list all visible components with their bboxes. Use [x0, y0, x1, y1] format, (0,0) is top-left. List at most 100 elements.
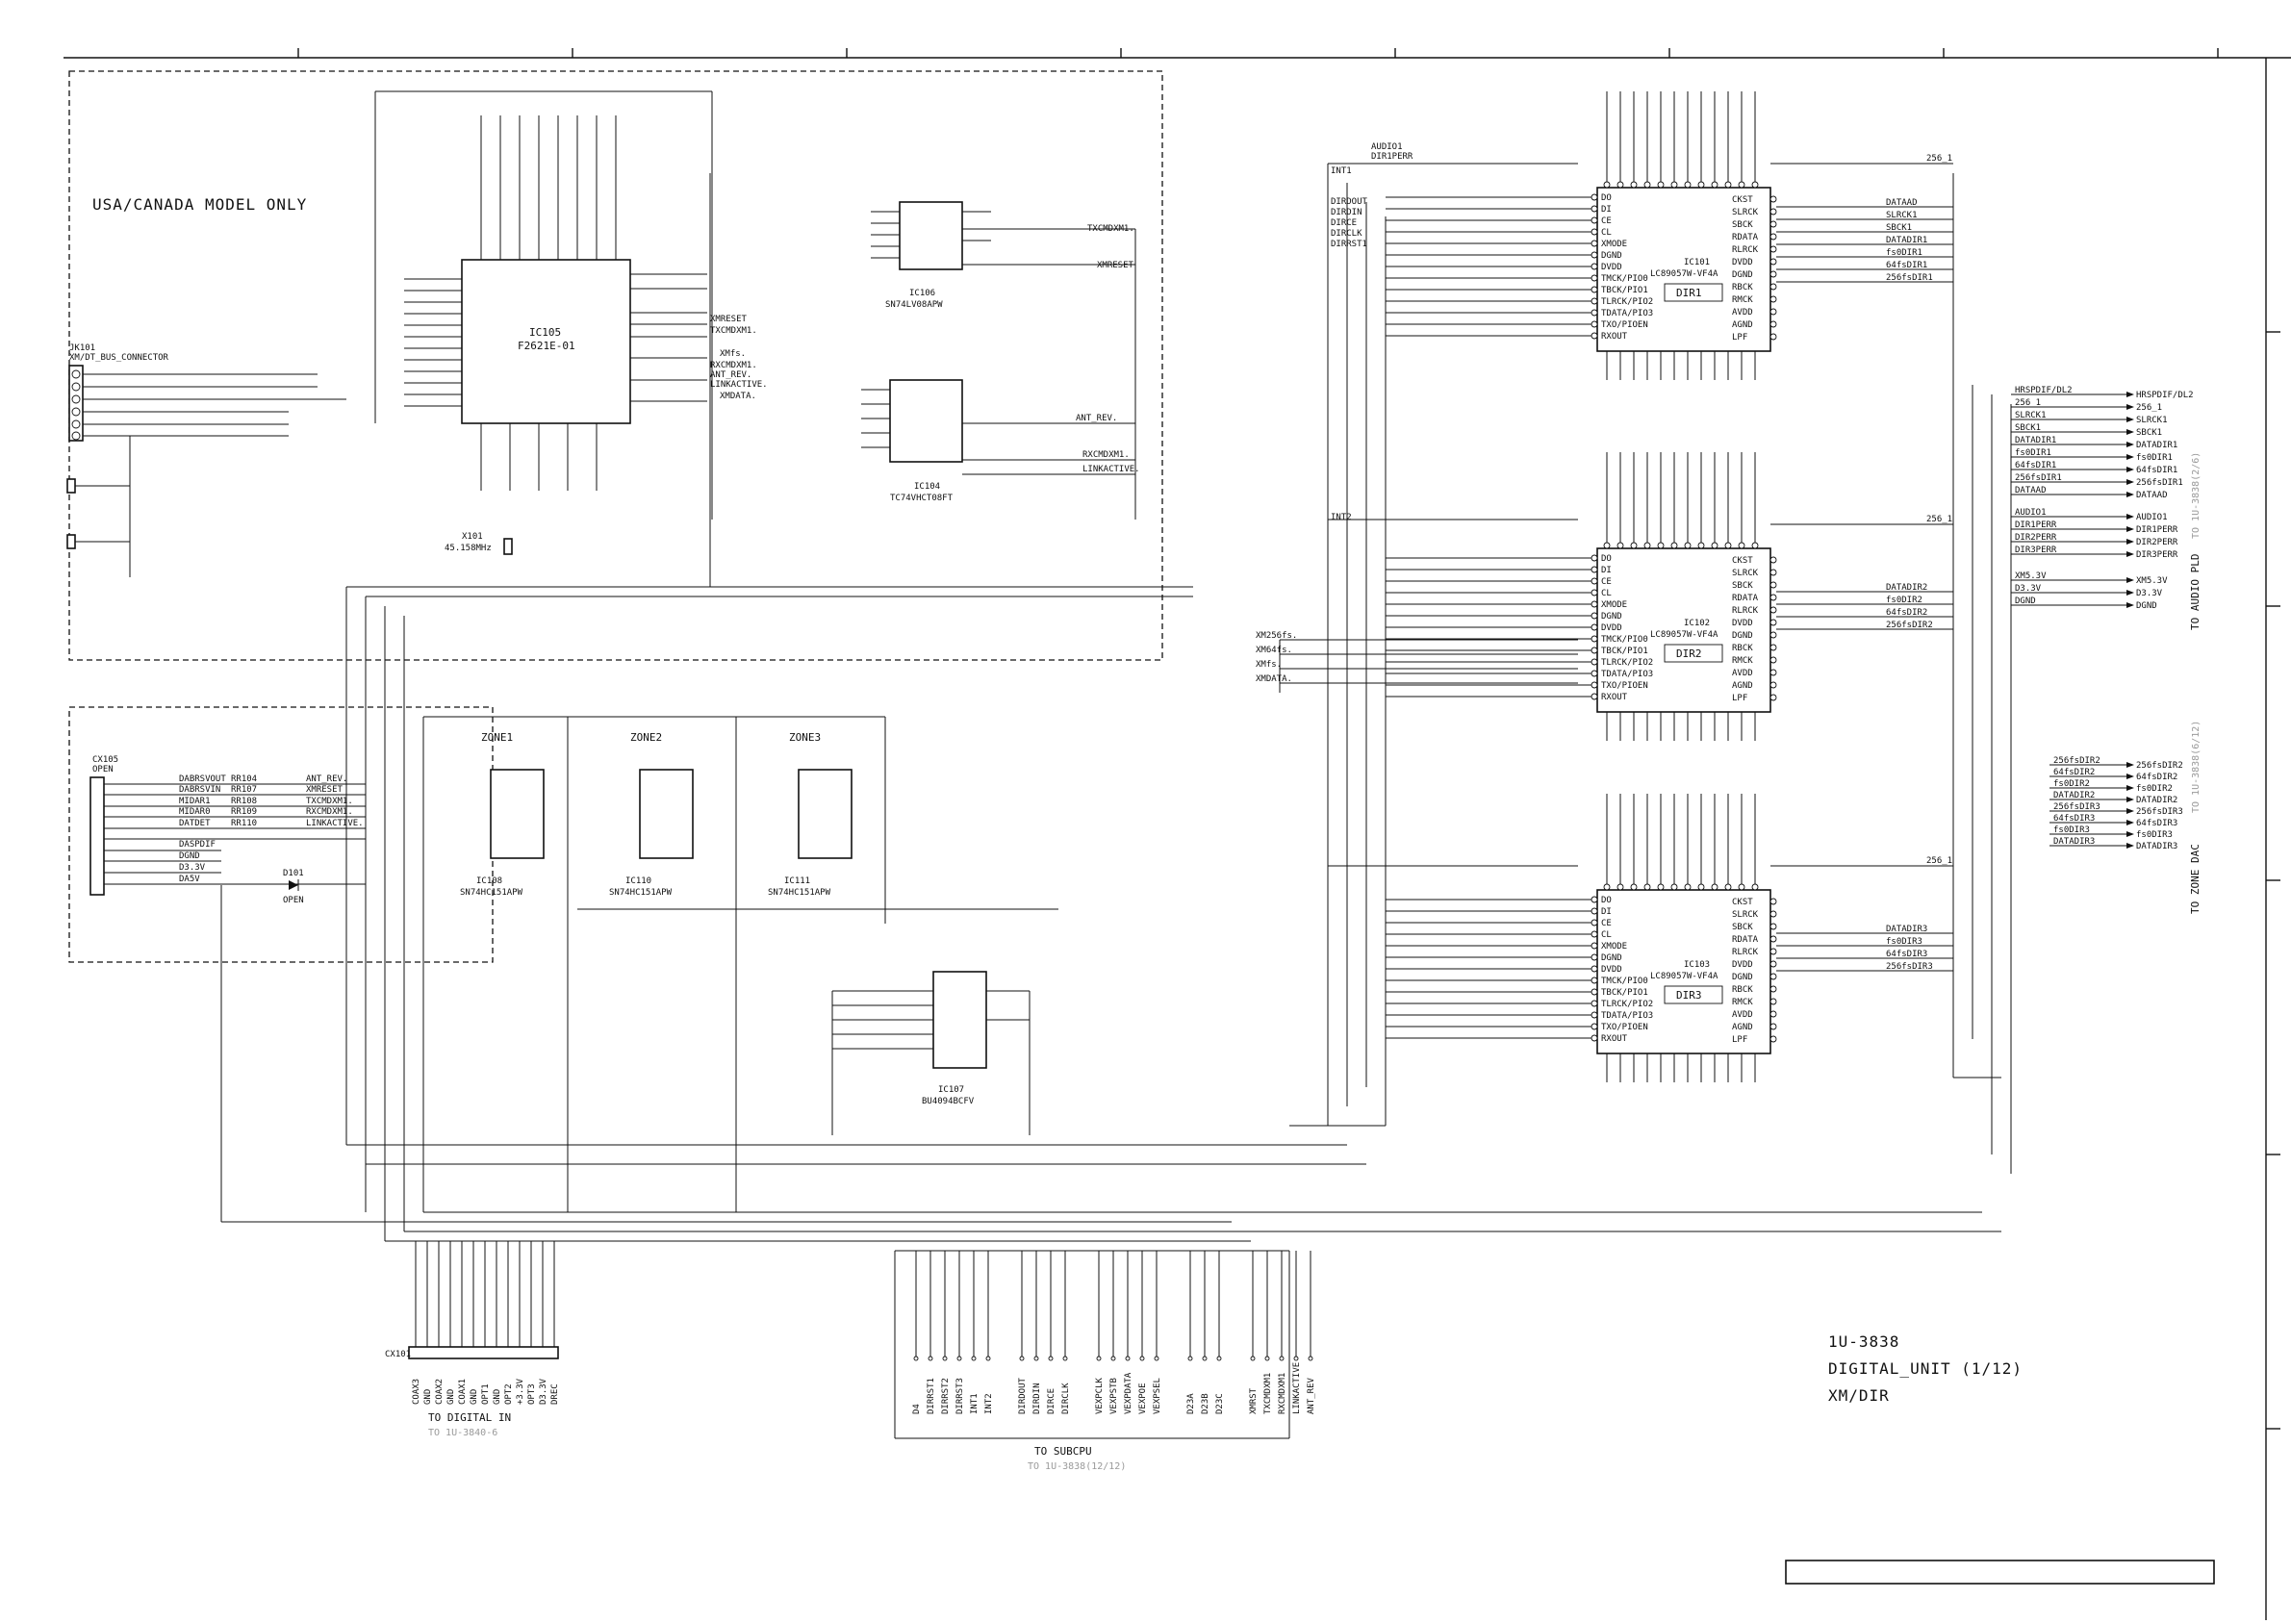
xtal-ref: X101 [462, 532, 483, 542]
ic102-rpin-4: RLRCK [1732, 606, 1759, 616]
rr107: RR107 [231, 785, 257, 795]
pld-sig-left-6: 64fsDIR1 [2015, 461, 2056, 470]
dac-sig-right-0: 256fsDIR2 [2136, 761, 2183, 771]
ic102-rpin-9: AVDD [1732, 669, 1753, 678]
ic102-ref: IC102 [1684, 619, 1710, 628]
cx101-pin-1: GND [423, 1389, 433, 1405]
sig-xmfs: XMfs. [720, 349, 746, 359]
ic107-part: BU4094BCFV [922, 1097, 975, 1106]
pld-sig-right-15: DGND [2136, 601, 2157, 611]
sig-linkactive: LINKACTIVE. [710, 380, 768, 390]
ic102-lpin-12: RXOUT [1601, 693, 1628, 702]
cx101-pin-6: OPT1 [481, 1383, 491, 1405]
ic101-lpin-11: TXO/PIOEN [1601, 320, 1648, 330]
ic102-lpin-6: DVDD [1601, 623, 1622, 633]
ic102-lpin-11: TXO/PIOEN [1601, 681, 1648, 691]
dac-sig-right-3: DATADIR2 [2136, 796, 2177, 805]
subcpu-sig-21: LINKACTIVE [1292, 1362, 1302, 1414]
ic103-lpin-11: TXO/PIOEN [1601, 1023, 1648, 1032]
pld-sig-right-2: SLRCK1 [2136, 416, 2168, 425]
ic101-lpin-4: XMODE [1601, 240, 1627, 249]
dir-ics: IC101LC89057W-VF4ADIR1DODICECLXMODEDGNDD… [1386, 91, 1953, 1082]
ic104: IC104 TC74VHCT08FT [861, 229, 1136, 520]
dac-sig-right-1: 64fsDIR2 [2136, 773, 2177, 782]
ic101-out-6: 256fsDIR1 [1886, 273, 1933, 283]
cx105-out-3: TXCMDXM1. [306, 797, 353, 806]
ic103-lpin-3: CL [1601, 930, 1612, 940]
dac-sig-left-4: 256fsDIR3 [2053, 802, 2100, 812]
ic101-ref: IC101 [1684, 258, 1710, 267]
pld-sig-right-0: HRSPDIF/DL2 [2136, 391, 2194, 400]
ic111-part: SN74HC151APW [768, 888, 831, 898]
pld-sig-left-14: D3.3V [2015, 584, 2042, 594]
ic101-rpin-1: SLRCK [1732, 208, 1759, 217]
int2-label: INT2 [1331, 513, 1352, 522]
right-bus [1952, 173, 2012, 1174]
cx101-pin-12: DREC [550, 1383, 560, 1405]
ic104-ref: IC104 [914, 482, 940, 492]
ic111-ref: IC111 [784, 876, 810, 886]
title-empty-box [1785, 1560, 2215, 1585]
pld-sig-right-12: DIR3PERR [2136, 550, 2178, 560]
ic108-part: SN74HC151APW [460, 888, 523, 898]
cx101-pin-3: GND [446, 1389, 456, 1405]
subcpu-sig-1: DIRRST1 [927, 1378, 936, 1414]
jk101-desc: XM/DT_BUS_CONNECTOR [69, 353, 169, 363]
pld-sig-right-11: DIR2PERR [2136, 538, 2178, 547]
ic101-rpin-3: RDATA [1732, 233, 1759, 242]
subcpu-sig-8: DIRCE [1047, 1388, 1056, 1414]
to-audio-pld-label: TO AUDIO PLD [2189, 554, 2202, 630]
ic101-rpin-9: AVDD [1732, 308, 1753, 317]
cx105-ref: CX105 [92, 755, 118, 765]
ic102-dirlabel: DIR2 [1676, 647, 1702, 660]
to-subcpu: TO SUBCPU [1034, 1445, 1092, 1458]
rr109: RR109 [231, 807, 257, 817]
dir1-in-ce: DIRCE [1331, 218, 1357, 228]
subcpu-connector: TO SUBCPU TO 1U-3838(12/12) [1028, 1445, 1126, 1472]
ic102-out-0: DATADIR2 [1886, 583, 1927, 593]
ic102-out-2: 64fsDIR2 [1886, 608, 1927, 618]
ic108-ref: IC108 [476, 876, 502, 886]
bus-lines [220, 586, 2001, 1439]
cx105-pin-5: DATDET [179, 819, 211, 828]
ic101-lpin-0: DO [1601, 193, 1612, 203]
to-digital-in: TO DIGITAL IN [428, 1411, 511, 1424]
ic102-rpin-2: SBCK [1732, 581, 1753, 591]
to-audio-pld-ref: TO 1U-3838(2/6) [2191, 452, 2202, 539]
ic102-part: LC89057W-VF4A [1650, 630, 1718, 640]
dac-sig-left-5: 64fsDIR3 [2053, 814, 2095, 824]
cx105-pin-10: DA5V [179, 875, 200, 884]
subcpu-sig-7: DIRDIN [1032, 1383, 1042, 1414]
cx101-pin-11: D3.3V [539, 1378, 548, 1405]
ic103-rpin-3: RDATA [1732, 935, 1759, 945]
cx101-pin-7: GND [493, 1389, 502, 1405]
ic103-dirlabel: DIR3 [1676, 989, 1702, 1002]
subcpu-sig-16: D23B [1201, 1393, 1210, 1414]
ic102-256-1: 256_1 [1926, 515, 1952, 524]
ic110-part: SN74HC151APW [609, 888, 673, 898]
pld-sig-right-3: SBCK1 [2136, 428, 2162, 438]
ic101-lpin-9: TLRCK/PIO2 [1601, 297, 1653, 307]
zone1-label: ZONE1 [481, 731, 513, 744]
title-block: 1U-3838 DIGITAL_UNIT (1/12) XM/DIR [1785, 1332, 2215, 1585]
ic101-out-5: 64fsDIR1 [1886, 261, 1927, 270]
dac-sig-left-1: 64fsDIR2 [2053, 768, 2095, 777]
cx105-pin-4: MIDAR0 [179, 807, 211, 817]
ic107-ref: IC107 [938, 1085, 964, 1095]
crystal-x101: X101 45.158MHz [445, 532, 513, 555]
ic102-out-1: fs0DIR2 [1886, 596, 1922, 605]
ic103-lpin-5: DGND [1601, 953, 1622, 963]
ic103-rpin-0: CKST [1732, 898, 1753, 907]
dac-sig-right-4: 256fsDIR3 [2136, 807, 2183, 817]
ic104-part: TC74VHCT08FT [890, 494, 954, 503]
subcpu-sig-11: VEXPSTB [1109, 1378, 1119, 1414]
zone3-label: ZONE3 [789, 731, 821, 744]
cx101-pin-4: COAX1 [458, 1379, 468, 1405]
rr110: RR110 [231, 819, 257, 828]
ic103-lpin-8: TBCK/PIO1 [1601, 988, 1648, 998]
ic106: IC106 SN74LV08APW [871, 201, 1135, 310]
xm64fs-label: XM64fs. [1256, 646, 1292, 655]
ic102-lpin-2: CE [1601, 577, 1612, 587]
ic103-rpin-5: DVDD [1732, 960, 1753, 970]
cx101-ref: CX101 [385, 1350, 411, 1359]
